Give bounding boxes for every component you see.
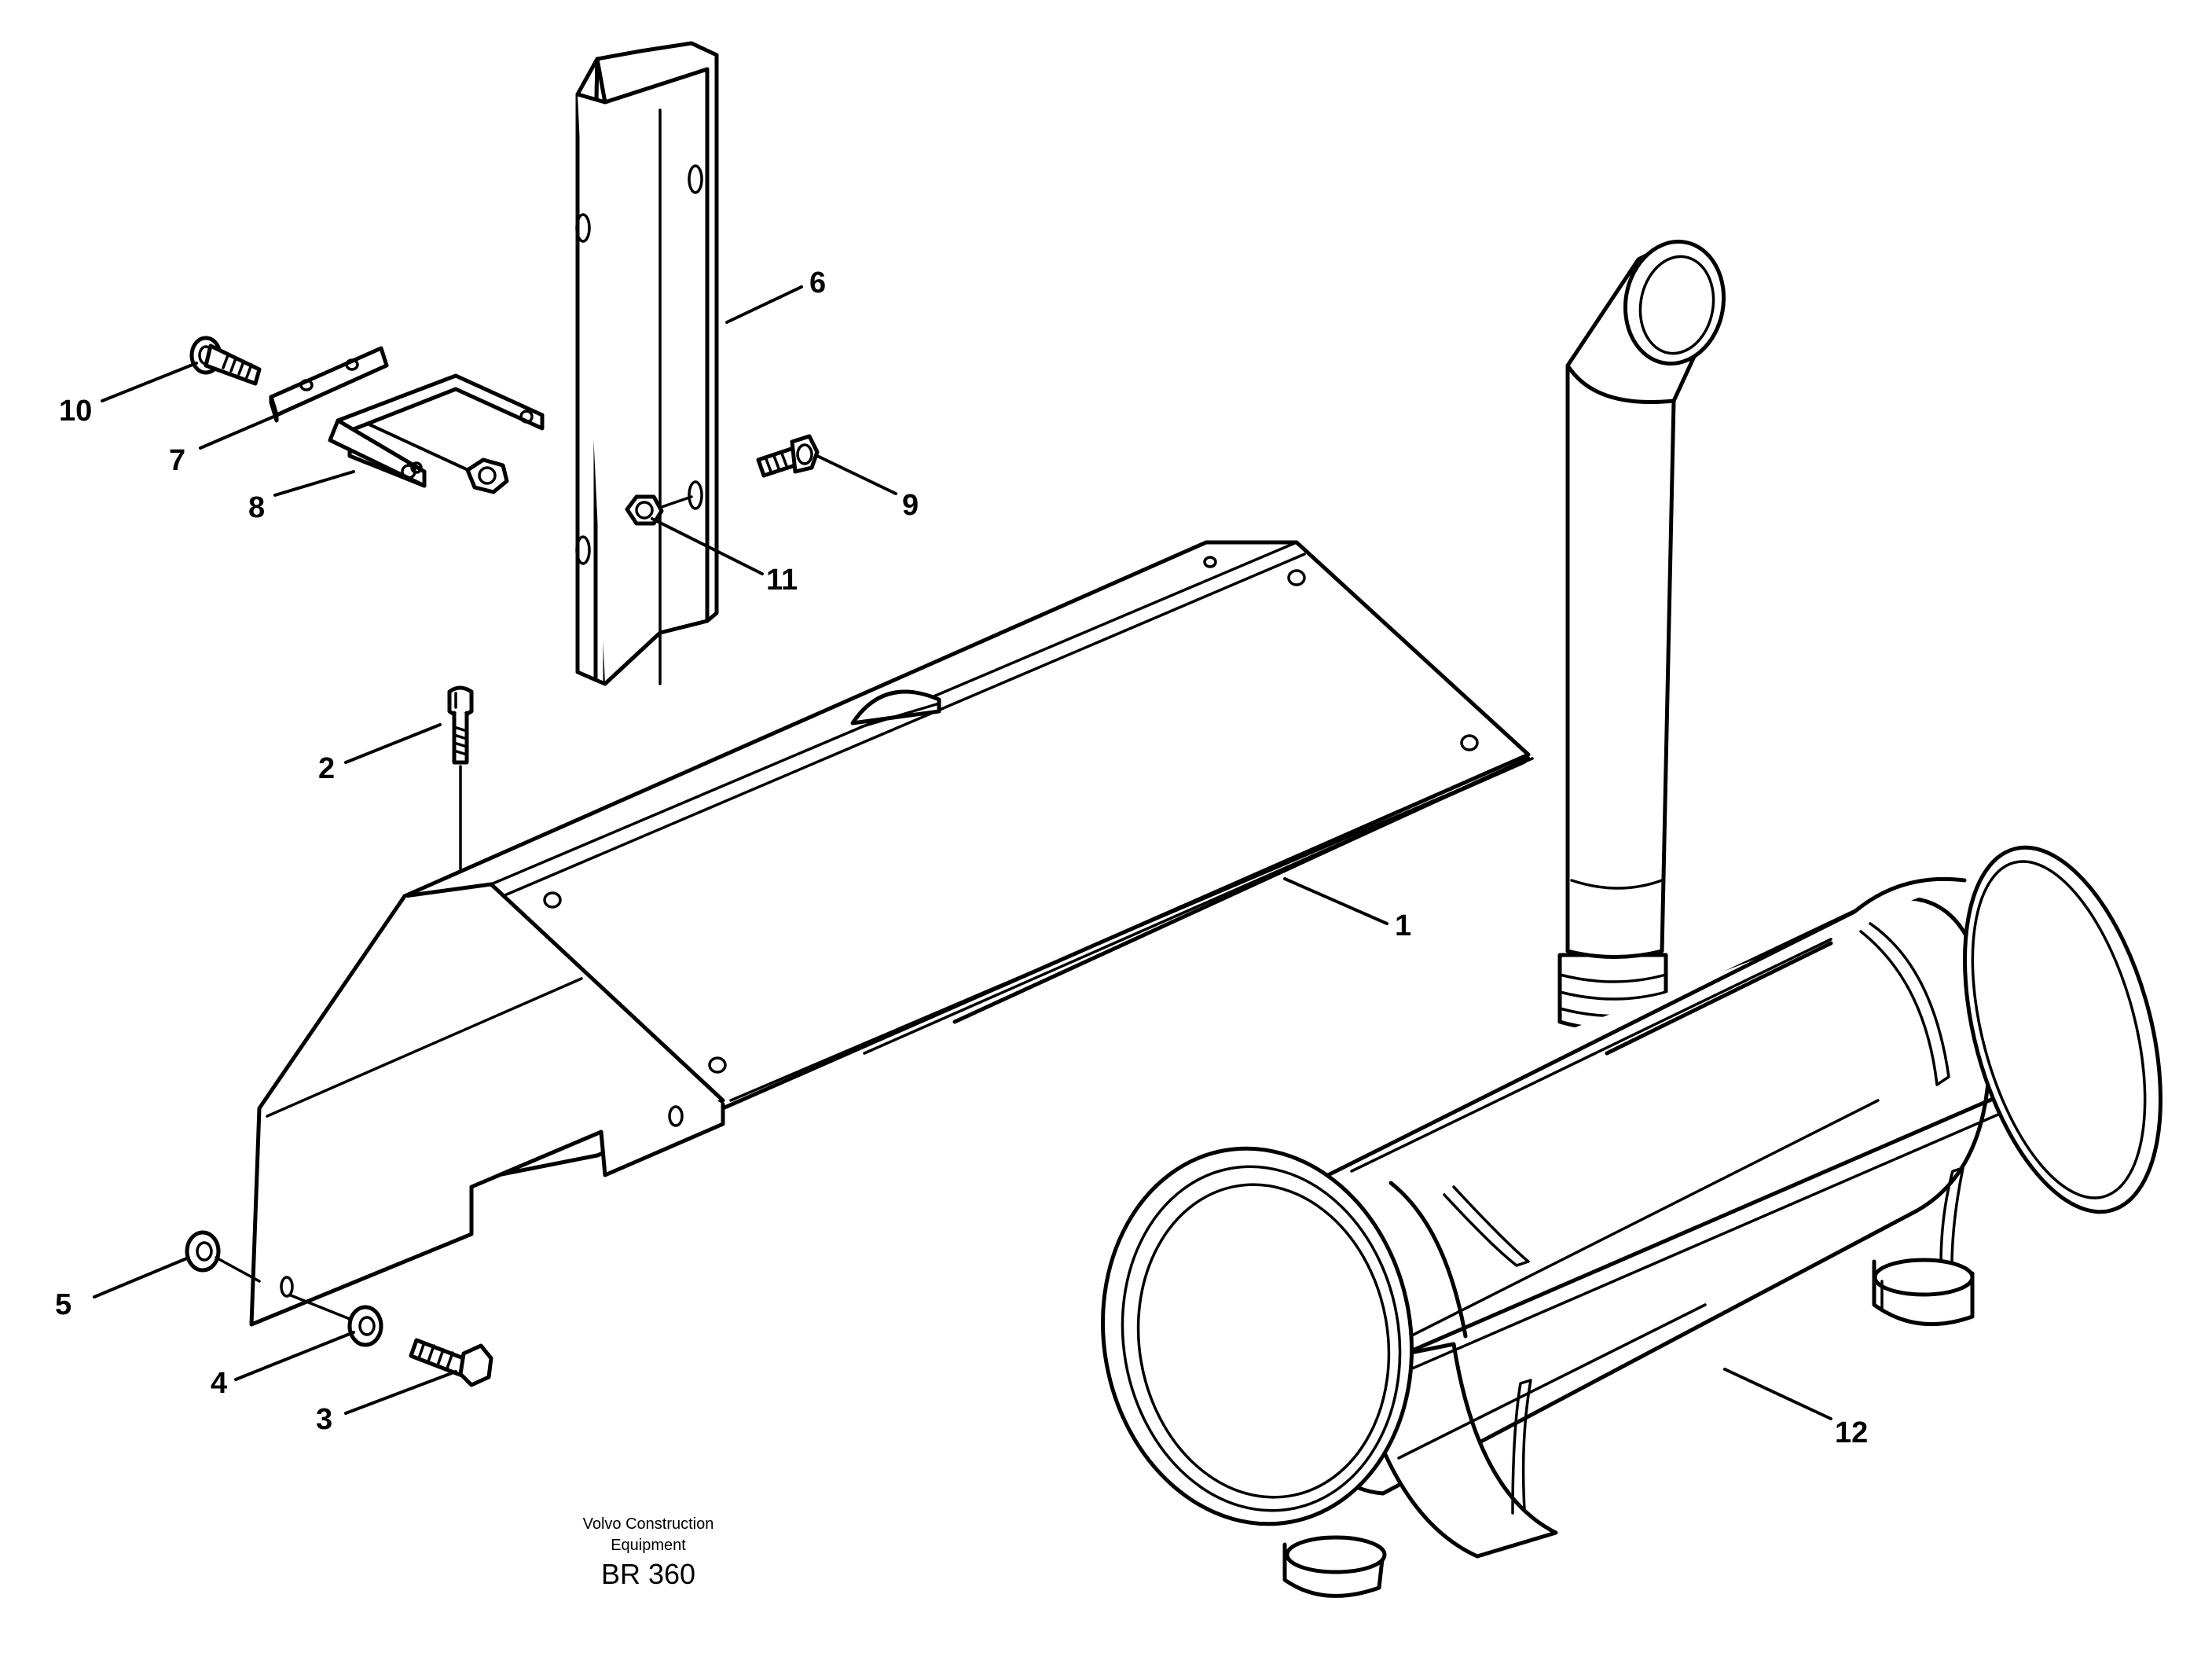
heat-shield	[249, 540, 1534, 1327]
callout-7: 7	[169, 444, 185, 477]
callout-12: 12	[1835, 1416, 1868, 1449]
callout-1: 1	[1395, 909, 1411, 942]
callout-6: 6	[809, 266, 826, 299]
callout-10: 10	[59, 395, 92, 428]
caption-line1: Volvo Construction	[583, 1515, 714, 1533]
drawing-code: BR 360	[601, 1558, 695, 1590]
caption-line2: Equipment	[611, 1537, 686, 1554]
callout-3: 3	[316, 1403, 332, 1436]
washer-4	[347, 1305, 383, 1347]
caption: Volvo Construction Equipment BR 360	[583, 1515, 714, 1590]
silencer	[1100, 239, 2162, 1598]
u-bracket	[328, 373, 545, 488]
nut-11	[625, 494, 693, 526]
bolt-9	[756, 434, 820, 478]
bolt-3	[409, 1338, 493, 1387]
bolt-flange	[189, 336, 262, 386]
washer-5	[185, 1230, 221, 1273]
callout-11: 11	[766, 564, 798, 597]
callout-5: 5	[55, 1288, 72, 1321]
callout-numbers: 1 2 3 4 5 6 7 8 9 10 11 12	[55, 266, 1868, 1449]
callout-2: 2	[318, 752, 335, 785]
callout-4: 4	[211, 1367, 227, 1400]
vertical-bracket	[575, 41, 719, 686]
callout-9: 9	[902, 489, 919, 522]
callout-8: 8	[248, 491, 265, 524]
nut	[368, 423, 509, 494]
leader-lines	[93, 285, 1832, 1420]
bolt-2	[447, 685, 474, 882]
